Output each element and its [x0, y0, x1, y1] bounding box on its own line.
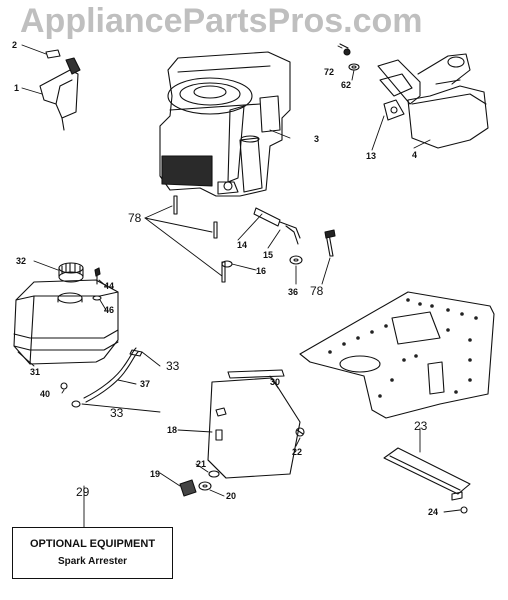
callout-20: 20	[226, 491, 237, 501]
watermark-text: AppliancePartsPros.com	[20, 2, 423, 40]
callout-30: 30	[270, 377, 281, 387]
callout-1: 1	[14, 83, 20, 93]
callout-19: 19	[150, 469, 161, 479]
fuel-cap-part	[58, 262, 84, 283]
callout-72: 72	[324, 67, 335, 77]
callout-21: 21	[196, 459, 207, 469]
optional-equipment-box: OPTIONAL EQUIPMENT Spark Arrester	[12, 527, 173, 579]
callout-24: 24	[428, 507, 439, 517]
callout-32: 32	[16, 256, 27, 266]
heat-shield-part	[207, 369, 301, 479]
callout-40: 40	[40, 389, 51, 399]
callout-62: 62	[341, 80, 352, 90]
callout-29: 29	[76, 485, 90, 499]
callout-33-lower: 33	[110, 406, 124, 420]
washer-parts	[179, 470, 220, 497]
callout-31: 31	[30, 367, 41, 377]
callout-44: 44	[104, 281, 115, 291]
callout-23: 23	[414, 419, 428, 433]
callout-22: 22	[292, 447, 303, 457]
callout-33-upper: 33	[166, 359, 180, 373]
fuel-tank-part	[13, 279, 119, 365]
callout-16: 16	[256, 266, 267, 276]
callout-18: 18	[167, 425, 178, 435]
callout-46: 46	[104, 305, 115, 315]
fuel-hose-part	[60, 347, 143, 408]
callout-78-bolt: 78	[310, 284, 324, 298]
callout-15: 15	[263, 250, 274, 260]
exhaust-bolt-part	[339, 43, 360, 71]
spark-arrester-label: Spark Arrester	[57, 556, 128, 567]
muffler-part	[377, 53, 489, 149]
leader-lines	[17, 44, 461, 528]
callout-4: 4	[412, 150, 418, 160]
chassis-frame-part	[299, 291, 495, 419]
callout-14: 14	[237, 240, 248, 250]
optional-equipment-title: OPTIONAL EQUIPMENT	[29, 538, 156, 550]
cover-plate-part	[383, 447, 471, 514]
callout-36: 36	[288, 287, 299, 297]
callout-37: 37	[140, 379, 151, 389]
fuel-line-and-fasteners	[173, 195, 336, 283]
callout-2: 2	[12, 40, 18, 50]
callout-13: 13	[366, 151, 377, 161]
throttle-control-part	[39, 49, 81, 131]
callout-3: 3	[314, 134, 320, 144]
shield-bolt-part	[295, 427, 305, 437]
tank-bolt-part	[92, 267, 102, 301]
engine-part	[159, 51, 291, 197]
callout-78-studs: 78	[128, 211, 142, 225]
